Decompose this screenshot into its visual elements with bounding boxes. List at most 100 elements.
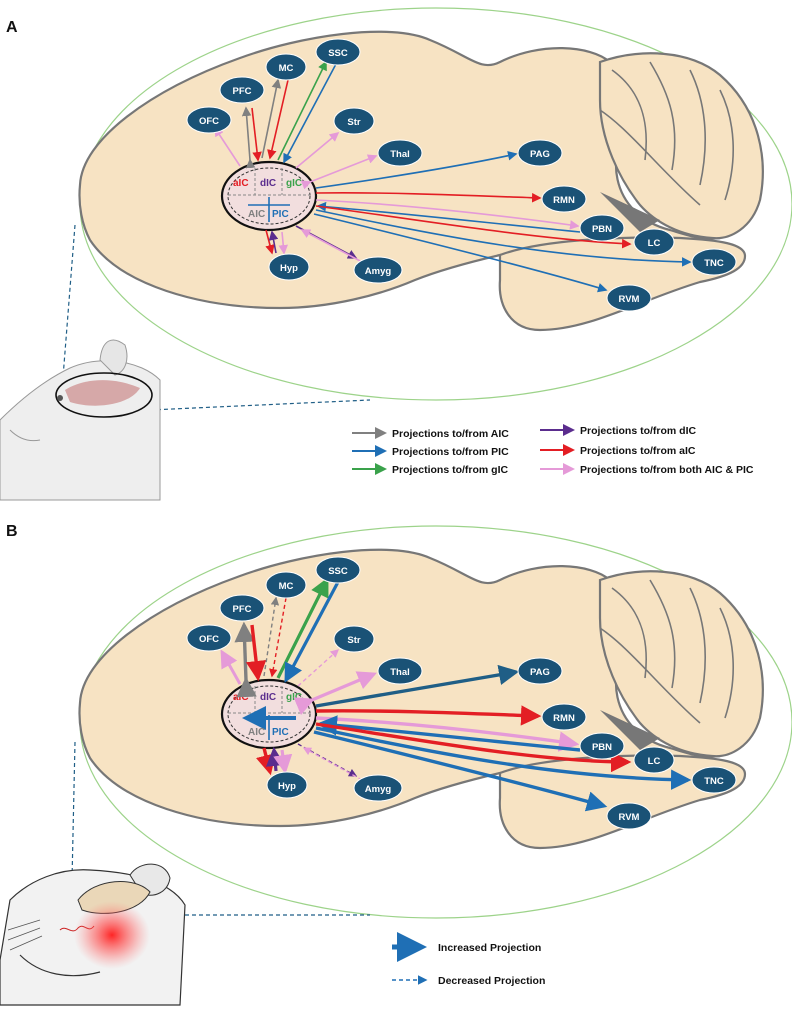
svg-text:Thal: Thal bbox=[390, 149, 410, 160]
svg-text:TNC: TNC bbox=[704, 776, 724, 787]
legend-a-item-dic: Projections to/from dIC bbox=[540, 424, 697, 437]
svg-text:Thal: Thal bbox=[390, 667, 410, 678]
ventricle-shadow bbox=[600, 192, 660, 232]
node-b-rvm: RVM bbox=[606, 802, 652, 830]
label-aic-upper: AIC bbox=[248, 209, 265, 220]
svg-text:Hyp: Hyp bbox=[280, 263, 298, 274]
arrow-mc-red bbox=[267, 79, 289, 160]
node-b-pbn: PBN bbox=[579, 732, 625, 760]
svg-text:OFC: OFC bbox=[199, 116, 219, 127]
node-pfc: PFC bbox=[219, 76, 265, 104]
svg-text:MC: MC bbox=[279, 581, 294, 592]
panel-b: B aIC dIC gIC AIC PIC bbox=[0, 523, 792, 1006]
ventricle-shadow-b bbox=[600, 710, 660, 750]
svg-text:TNC: TNC bbox=[704, 258, 724, 269]
arrow-pbn-pink bbox=[315, 199, 580, 230]
arrow-b-mc-red bbox=[269, 597, 287, 678]
arrow-b-pag bbox=[315, 664, 520, 708]
cerebellum-folia-b bbox=[599, 579, 734, 724]
arrow-lc bbox=[315, 205, 632, 249]
arrow-rmn bbox=[315, 192, 542, 203]
node-b-pag: PAG bbox=[517, 657, 563, 685]
svg-text:LC: LC bbox=[648, 238, 661, 249]
svg-text:LC: LC bbox=[648, 756, 661, 767]
arrow-b-ssc-blue bbox=[284, 581, 340, 683]
legend-b-item-increased: Increased Projection bbox=[392, 932, 541, 962]
arrow-b-rmn bbox=[315, 705, 542, 726]
label-dic: dIC bbox=[260, 178, 276, 189]
label-aic-lower-b: aIC bbox=[233, 692, 249, 703]
svg-text:Projections to/from AIC: Projections to/from AIC bbox=[392, 428, 509, 440]
node-rmn: RMN bbox=[541, 185, 587, 213]
legend-a-item-aic: Projections to/from AIC bbox=[352, 427, 509, 440]
svg-text:Str: Str bbox=[347, 635, 361, 646]
arrow-b-thal bbox=[293, 671, 377, 716]
svg-text:PAG: PAG bbox=[530, 667, 550, 678]
label-dic-b: dIC bbox=[260, 692, 276, 703]
svg-text:Str: Str bbox=[347, 117, 361, 128]
arrow-ssc-green bbox=[277, 60, 327, 161]
arrow-pfc-aic bbox=[241, 106, 256, 169]
svg-text:SSC: SSC bbox=[328, 566, 348, 577]
arrow-b-pfc-red bbox=[245, 624, 267, 682]
svg-text:RMN: RMN bbox=[553, 195, 575, 206]
node-b-lc: LC bbox=[633, 746, 675, 774]
node-ofc: OFC bbox=[186, 106, 232, 134]
svg-text:PFC: PFC bbox=[233, 604, 252, 615]
node-amyg: Amyg bbox=[353, 256, 403, 284]
arrow-b-lc bbox=[315, 722, 632, 773]
svg-text:Hyp: Hyp bbox=[278, 781, 296, 792]
legend-a-item-both: Projections to/from both AIC & PIC bbox=[540, 463, 754, 476]
svg-text:OFC: OFC bbox=[199, 634, 219, 645]
arrow-mc-aic bbox=[261, 78, 282, 159]
label-gic: gIC bbox=[286, 178, 302, 189]
node-b-thal: Thal bbox=[377, 657, 423, 685]
svg-text:Projections to/from gIC: Projections to/from gIC bbox=[392, 464, 509, 476]
svg-text:Projections to/from aIC: Projections to/from aIC bbox=[580, 445, 696, 457]
legend-a-item-aic-lower: Projections to/from aIC bbox=[540, 444, 696, 457]
svg-text:RMN: RMN bbox=[553, 713, 575, 724]
arrow-pbn-blue bbox=[316, 201, 581, 233]
legend-a-item-pic: Projections to/from PIC bbox=[352, 445, 509, 458]
cerebellum-folia bbox=[599, 61, 734, 206]
node-thal: Thal bbox=[377, 139, 423, 167]
panel-b-letter: B bbox=[6, 523, 18, 540]
node-b-pfc: PFC bbox=[219, 594, 265, 622]
rat-head-a bbox=[0, 224, 371, 501]
panel-a: A aIC dIC gIC AIC PIC bbox=[0, 7, 792, 501]
svg-text:PBN: PBN bbox=[592, 742, 612, 753]
svg-text:RVM: RVM bbox=[619, 294, 640, 305]
node-tnc: TNC bbox=[691, 248, 737, 276]
node-ssc: SSC bbox=[315, 38, 361, 66]
arrow-hyp-purple bbox=[268, 230, 279, 254]
legend-a: Projections to/from AIC Projections to/f… bbox=[352, 424, 754, 476]
arrow-b-hyp-purple bbox=[265, 746, 286, 772]
node-hyp: Hyp bbox=[268, 253, 310, 281]
arrow-b-pbn-pink bbox=[315, 716, 580, 752]
arrow-rvm bbox=[313, 213, 608, 293]
arrow-pfc-aic-red bbox=[251, 107, 262, 162]
svg-text:Projections to/from dIC: Projections to/from dIC bbox=[580, 425, 697, 437]
node-b-mc: MC bbox=[265, 571, 307, 599]
node-mc: MC bbox=[265, 53, 307, 81]
label-pic: PIC bbox=[272, 209, 289, 220]
svg-text:SSC: SSC bbox=[328, 48, 348, 59]
node-pbn: PBN bbox=[579, 214, 625, 242]
arrow-pag bbox=[315, 151, 518, 189]
insula-a: aIC dIC gIC AIC PIC bbox=[220, 160, 318, 232]
arrow-ofc bbox=[214, 126, 241, 167]
arrow-b-rvm bbox=[313, 730, 608, 812]
legend-a-item-gic: Projections to/from gIC bbox=[352, 463, 509, 476]
svg-text:Amyg: Amyg bbox=[365, 784, 392, 795]
svg-text:Projections to/from PIC: Projections to/from PIC bbox=[392, 446, 509, 458]
legend-b: Increased Projection Decreased Projectio… bbox=[392, 932, 545, 987]
node-pag: PAG bbox=[517, 139, 563, 167]
node-b-rmn: RMN bbox=[541, 703, 587, 731]
panel-a-letter: A bbox=[6, 19, 18, 36]
label-pic-b: PIC bbox=[272, 727, 289, 738]
arrow-hyp-pink bbox=[278, 231, 289, 255]
node-b-hyp: Hyp bbox=[266, 771, 308, 799]
svg-text:Amyg: Amyg bbox=[365, 266, 392, 277]
node-b-ofc: OFC bbox=[186, 624, 232, 652]
